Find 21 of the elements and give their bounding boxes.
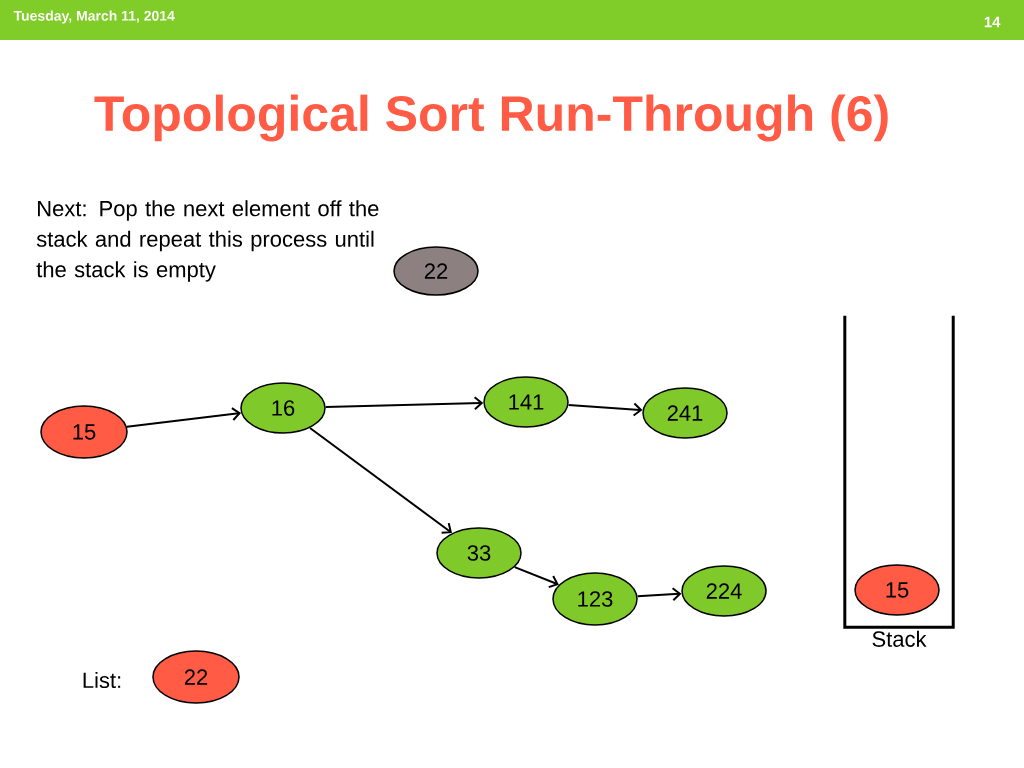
graph-node: 224 <box>681 565 767 617</box>
graph-node: 141 <box>483 376 569 428</box>
arrow <box>324 396 484 411</box>
page-number: 14 <box>984 16 1001 28</box>
slide-title: Topological Sort Run-Through (6) <box>94 94 888 142</box>
graph-node: 15 <box>854 564 940 616</box>
note-text: Next: Pop the next element off the stack and repeat this process until the stack is empty <box>36 200 379 282</box>
list-label: List: <box>83 671 121 689</box>
graph-node: 15 <box>40 405 128 459</box>
graph-node: 123 <box>552 572 638 626</box>
graph-node: 22 <box>393 246 479 296</box>
graph-node: 241 <box>642 387 728 439</box>
arrow <box>125 407 242 428</box>
graph-node: 16 <box>240 382 326 434</box>
graph-node: 22 <box>152 650 240 704</box>
date-text: Tuesday, March 11, 2014 <box>13 10 175 24</box>
arrow <box>513 566 559 589</box>
arrow <box>309 426 452 534</box>
graph-node: 33 <box>436 527 522 579</box>
arrow <box>636 587 682 602</box>
arrow <box>567 402 643 417</box>
